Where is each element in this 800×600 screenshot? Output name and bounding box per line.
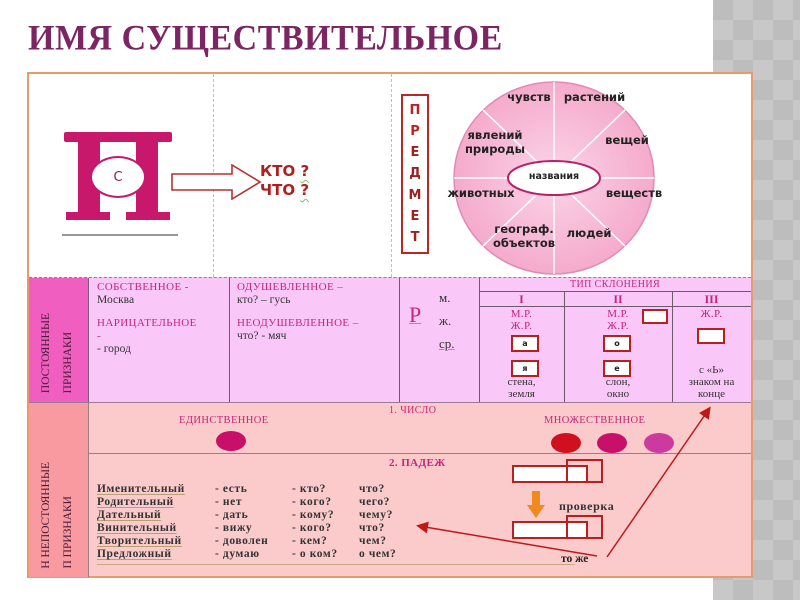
arrows-overlay	[416, 406, 711, 558]
letter-p-icon: С	[64, 132, 172, 222]
wheel-segment: растений	[563, 90, 626, 104]
declension-2-num: II	[613, 292, 623, 306]
example-word: с «Ь»	[699, 364, 724, 376]
declension-3-num: III	[704, 292, 719, 306]
letter-s-circle: С	[90, 156, 146, 198]
questions: КТО ? ЧТО ?	[260, 162, 309, 200]
common-example: - город	[97, 343, 131, 355]
declension-2-cell: М.Р. Ж.Р.	[564, 308, 672, 332]
ending-box-empty	[697, 328, 725, 344]
predmet-letter: М	[408, 187, 422, 203]
predmet-letter: П	[409, 103, 421, 119]
case-head: 2. ПАДЕЖ	[389, 457, 446, 469]
example-word: конце	[698, 388, 725, 400]
example-word: окно	[606, 388, 630, 400]
constant-label: ПОСТОЯННЫЕ ПРИЗНАКИ	[29, 278, 89, 403]
wheel-segment: явлений природы	[464, 128, 526, 156]
ending-box: о	[603, 335, 631, 352]
proper-head: СОБСТВЕННОЕ -	[97, 281, 189, 293]
arrow-right-icon	[171, 164, 262, 200]
example-word: знаком на	[688, 376, 735, 388]
constant-features: ПОСТОЯННЫЕ ПРИЗНАКИ СОБСТВЕННОЕ - Москва…	[29, 277, 751, 403]
example-word: слон,	[605, 376, 631, 388]
arrow-down-icon	[527, 491, 545, 518]
arrow-to-cases	[416, 521, 598, 557]
declension-1-cell: М.Р. Ж.Р.	[479, 308, 564, 332]
letter-s: С	[113, 169, 123, 185]
wheel-center: названия	[528, 171, 580, 182]
gender-n: ср.	[439, 336, 455, 351]
gender-m: м.	[439, 290, 451, 305]
wheel-segment: животных	[447, 186, 515, 200]
plural-dot	[551, 433, 581, 453]
declension-1-num: I	[519, 292, 524, 306]
predmet-letter: Д	[409, 166, 421, 182]
inanimate-head: НЕОДУШЕВЛЕННОЕ –	[237, 317, 359, 329]
word-box	[512, 465, 588, 483]
question-what: ЧТО ?	[260, 181, 310, 199]
number-head: 1. ЧИСЛО	[389, 405, 437, 416]
animate-head: ОДУШЕВЛЕННОЕ –	[237, 281, 344, 293]
declension-3-examples: с «Ь» знаком на конце	[672, 364, 751, 400]
wheel-segment: веществ	[605, 186, 663, 200]
ending-box: а	[511, 335, 539, 352]
top-section: С КТО ? ЧТО ? П Р Е Д М Е Т	[29, 74, 751, 277]
inanimate-example: что? - мяч	[237, 330, 287, 342]
predmet-letter: Е	[410, 145, 420, 161]
ending-frame	[566, 459, 603, 483]
predmet-letter: Р	[410, 124, 420, 140]
example-word: земля	[508, 388, 535, 400]
common-head: НАРИЦАТЕЛЬНОЕ	[97, 317, 197, 329]
wheel-segment: чувств	[507, 90, 551, 104]
plural-label: МНОЖЕСТВЕННОЕ	[544, 415, 646, 426]
names-wheel: названия чувств растений вещей веществ л…	[447, 78, 662, 278]
declension-3-cell: Ж.Р.	[672, 308, 751, 320]
check-label: проверка	[559, 499, 615, 513]
ending-box-empty	[642, 309, 668, 324]
common-dash: -	[97, 330, 102, 342]
gender-tag: М.Р.	[607, 308, 629, 320]
proper-common-cell: СОБСТВЕННОЕ - Москва НАРИЦАТЕЛЬНОЕ - - г…	[97, 281, 197, 356]
plural-dot	[644, 433, 674, 453]
page-title: ИМЯ СУЩЕСТВИТЕЛЬНОЕ	[28, 19, 503, 58]
gender-tag: Ж.Р.	[700, 308, 723, 320]
ending-frame	[566, 515, 603, 539]
genders-list: м. ж. ср.	[439, 286, 455, 355]
wheel-segment: вещей	[605, 133, 649, 147]
nonconstant-label: Н НЕПОСТОЯННЫЕ П ПРИЗНАКИ	[29, 403, 89, 577]
ending-box: е	[603, 360, 631, 377]
noun-chart: С КТО ? ЧТО ? П Р Е Д М Е Т	[27, 72, 753, 578]
nonconstant-features: Н НЕПОСТОЯННЫЕ П ПРИЗНАКИ 1. ЧИСЛО ЕДИНС…	[29, 402, 751, 577]
proper-example: Москва	[97, 294, 135, 306]
gender-tag: М.Р.	[510, 308, 533, 320]
predmet-letter: Е	[410, 208, 420, 224]
declension-2-examples: слон, окно	[564, 376, 672, 400]
underline	[62, 234, 178, 236]
singular-label: ЕДИНСТВЕННОЕ	[179, 415, 269, 426]
wheel-segment: географ. объектов	[492, 222, 556, 250]
gender-tag: Ж.Р.	[607, 320, 629, 332]
wheel-segment: людей	[566, 226, 612, 240]
predmet-box: П Р Е Д М Е Т	[401, 94, 429, 254]
predmet-letter: Т	[410, 229, 420, 245]
ending-box: я	[511, 360, 539, 377]
wheel-graphic	[453, 81, 655, 275]
word-box	[512, 521, 588, 539]
singular-dot	[216, 431, 246, 451]
declension-1-examples: стена, земля	[479, 376, 564, 400]
gender-tag: Ж.Р.	[510, 320, 533, 332]
gender-f: ж.	[439, 313, 452, 328]
divider	[391, 74, 392, 277]
animate-cell: ОДУШЕВЛЕННОЕ – кто? – гусь НЕОДУШЕВЛЕННО…	[237, 281, 359, 343]
declension-head: ТИП СКЛОНЕНИЯ	[569, 279, 661, 290]
gender-letter: Р	[409, 302, 422, 327]
example-word: стена,	[507, 376, 536, 388]
question-who: КТО ?	[260, 162, 310, 180]
plural-dot	[597, 433, 627, 453]
same-label: то же	[561, 553, 589, 565]
arrow-to-third-declension	[606, 406, 711, 558]
animate-example: кто? – гусь	[237, 294, 291, 306]
